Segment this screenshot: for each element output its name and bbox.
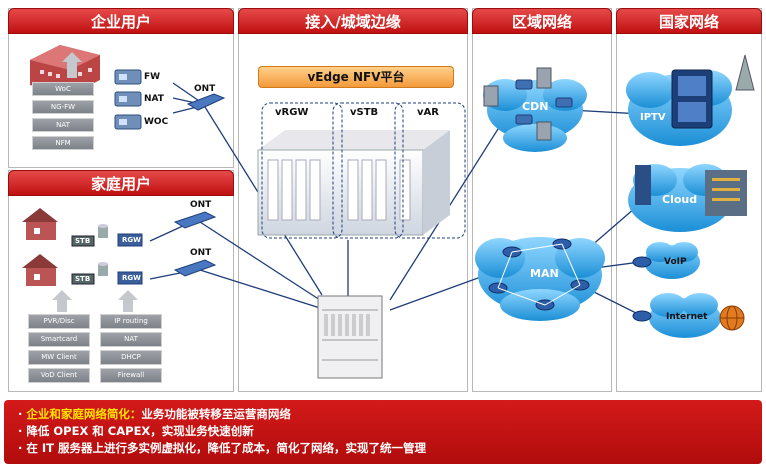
regional-header: 区域网络 — [472, 8, 612, 34]
rgw-2-icon — [117, 271, 143, 285]
globe-icon — [719, 305, 745, 331]
vm-label-vrgw: vRGW — [275, 107, 309, 118]
access-edge-header: 接入/城域边缘 — [238, 8, 468, 34]
rgw-stack-nat: NAT — [100, 332, 162, 347]
internet-label: Internet — [666, 312, 708, 322]
stb-stack-vod-client: VoD Client — [28, 368, 90, 383]
nat-label: NAT — [144, 94, 164, 104]
vm-box-vstb — [332, 102, 404, 239]
rgw-arrow-icon — [118, 290, 138, 312]
home-header: 家庭用户 — [8, 170, 234, 196]
enterprise-stack-ngfw: NG-FW — [32, 100, 94, 114]
nfv-platform-title: vEdge NFV平台 — [258, 66, 454, 88]
summary-box: · 企业和家庭网络简化：业务功能被转移至运营商网络 · 降低 OPEX 和 CA… — [4, 400, 762, 464]
stb-2-icon — [71, 273, 95, 285]
enterprise-stack-nat: NAT — [32, 118, 94, 132]
bullet-1-highlight: 企业和家庭网络简化： — [26, 407, 142, 421]
rgw-1-label: RGW — [122, 236, 141, 244]
nat-device-icon — [114, 91, 142, 107]
enterprise-header: 企业用户 — [8, 8, 234, 34]
nfv-server-icon — [257, 130, 450, 236]
enterprise-arrow-icon — [62, 52, 82, 78]
enterprise-ont-icon — [186, 93, 226, 111]
rgw-stack-dhcp: DHCP — [100, 350, 162, 365]
fw-device-icon — [114, 69, 142, 85]
cdn-servers-icon — [483, 67, 552, 141]
rgw-stack-firewall: Firewall — [100, 368, 162, 383]
cloud-label: Cloud — [662, 193, 698, 206]
disk-2-icon — [98, 262, 108, 276]
rgw-1-icon — [117, 233, 143, 247]
fw-label: FW — [144, 72, 161, 82]
stb-stack-mw-client: MW Client — [28, 350, 90, 365]
bullet-3-text: 在 IT 服务器上进行多实例虚拟化，降低了成本，简化了网络，实现了统一管理 — [26, 441, 427, 455]
vm-label-var: vAR — [417, 107, 439, 118]
home-ont-1-label: ONT — [190, 200, 212, 210]
man-links — [497, 243, 581, 306]
home-ont-2-label: ONT — [190, 248, 212, 258]
woc-label: WOC — [144, 117, 169, 127]
bullet-1: · 企业和家庭网络简化：业务功能被转移至运营商网络 — [18, 407, 291, 421]
bullet-3: · 在 IT 服务器上进行多实例虚拟化，降低了成本，简化了网络，实现了统一管理 — [18, 441, 427, 455]
home-ont-2-icon — [173, 259, 217, 277]
voip-cloud-icon — [644, 242, 700, 279]
woc-device-icon — [114, 114, 142, 130]
vm-label-vstb: vSTB — [350, 107, 379, 118]
enterprise-stack-woc: WoC — [32, 82, 94, 96]
cdn-routers-icon — [515, 79, 573, 125]
vm-box-var — [394, 102, 466, 239]
man-label: MAN — [530, 267, 559, 280]
stb-1-label: STB — [75, 237, 91, 245]
cdn-cloud-icon — [483, 79, 587, 152]
house-1-icon — [22, 208, 58, 240]
voip-router-icon — [632, 256, 652, 268]
enterprise-stack-nfm: NFM — [32, 136, 94, 150]
rgw-stack-ip-routing: IP routing — [100, 314, 162, 329]
disk-1-icon — [98, 224, 108, 238]
internet-cloud-icon — [649, 293, 721, 338]
stb-stack-pvr: PVR/Disc — [28, 314, 90, 329]
iptv-label: IPTV — [640, 112, 666, 123]
enterprise-ont-label: ONT — [194, 84, 216, 94]
house-2-icon — [22, 254, 58, 286]
datacenter-icon — [635, 165, 747, 216]
stb-1-icon — [71, 235, 95, 247]
stb-arrow-icon — [52, 290, 72, 312]
bullet-1-text: 业务功能被转移至运营商网络 — [141, 407, 291, 421]
stb-2-label: STB — [75, 275, 91, 283]
bullet-2: · 降低 OPEX 和 CAPEX，实现业务快速创新 — [18, 424, 254, 438]
cdn-label: CDN — [522, 100, 549, 113]
vm-box-vrgw — [261, 102, 343, 239]
voip-label: VoIP — [664, 257, 687, 267]
stb-stack-smartcard: Smartcard — [28, 332, 90, 347]
chassis-icon — [317, 295, 383, 379]
national-header: 国家网络 — [616, 8, 762, 34]
bullet-2-text: 降低 OPEX 和 CAPEX，实现业务快速创新 — [26, 424, 254, 438]
internet-router-icon — [632, 310, 652, 322]
home-ont-1-icon — [173, 211, 217, 229]
rgw-2-label: RGW — [122, 274, 141, 282]
iptv-equipment-icon — [671, 54, 755, 129]
